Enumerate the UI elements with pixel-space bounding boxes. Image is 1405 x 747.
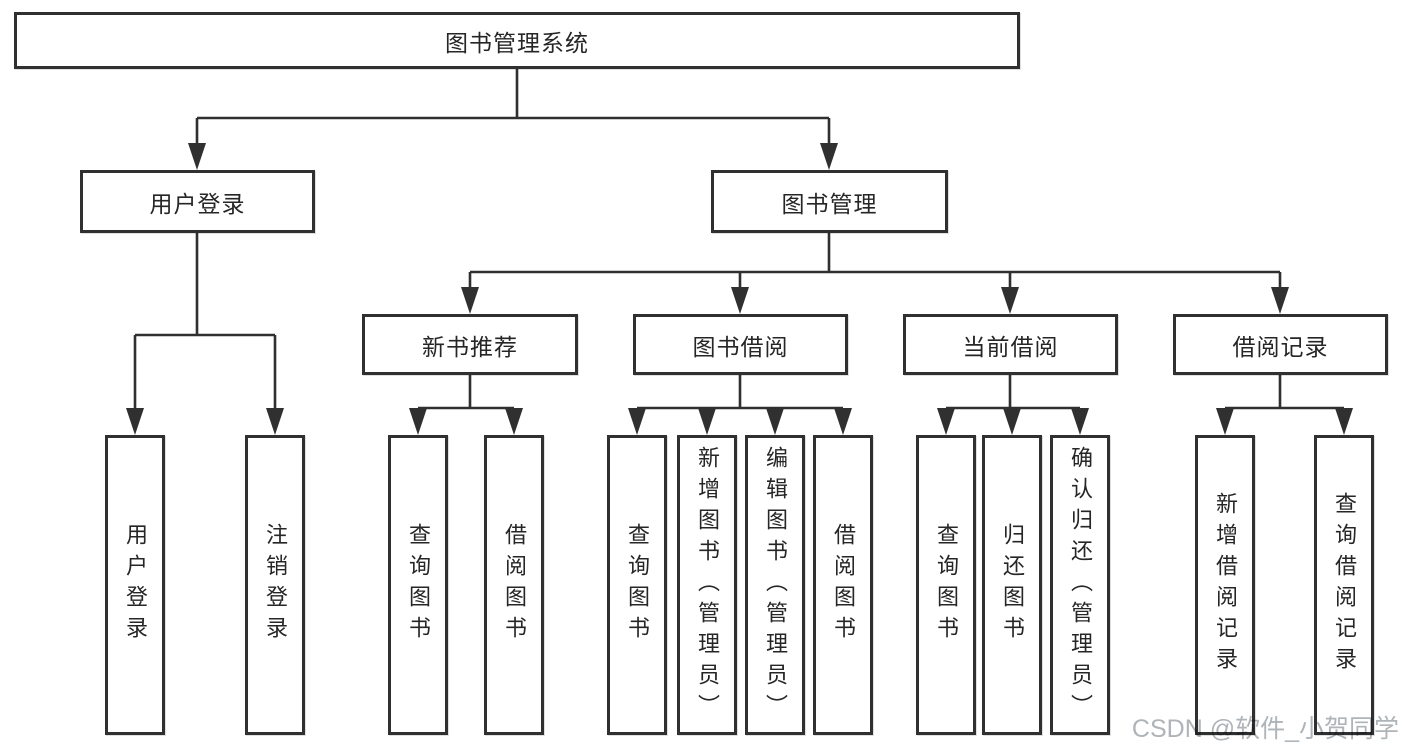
leaf-current-confirm-return-admin-label: 确认归还（管理员）	[1068, 445, 1093, 725]
node-new-book-recommend: 新书推荐	[362, 314, 578, 375]
leaf-user-login-label: 用户登录	[123, 523, 148, 647]
node-book-management: 图书管理	[711, 170, 948, 233]
leaf-borrow-borrow-books: 借阅图书	[813, 435, 873, 735]
node-new-book-recommend-label: 新书推荐	[422, 333, 518, 360]
leaf-records-add-record: 新增借阅记录	[1195, 435, 1255, 735]
leaf-recommend-borrow-books: 借阅图书	[484, 435, 544, 735]
node-book-management-label: 图书管理	[781, 190, 878, 217]
leaf-user-login: 用户登录	[105, 435, 165, 735]
arrowhead-icons	[126, 143, 1353, 435]
leaf-current-return-books: 归还图书	[982, 435, 1042, 735]
leaf-recommend-borrow-books-label: 借阅图书	[502, 523, 527, 647]
leaf-borrow-edit-books-admin: 编辑图书（管理员）	[745, 435, 805, 735]
leaf-logout: 注销登录	[245, 435, 305, 735]
node-current-borrow: 当前借阅	[903, 314, 1118, 375]
leaf-records-add-record-label: 新增借阅记录	[1213, 492, 1238, 678]
leaf-borrow-borrow-books-label: 借阅图书	[831, 523, 856, 647]
leaf-recommend-query-books: 查询图书	[388, 435, 448, 735]
leaf-current-query-books-label: 查询图书	[934, 523, 959, 647]
leaf-records-query-record-label: 查询借阅记录	[1332, 492, 1357, 678]
node-book-borrow: 图书借阅	[633, 314, 848, 375]
node-current-borrow-label: 当前借阅	[962, 333, 1059, 360]
leaf-current-query-books: 查询图书	[916, 435, 976, 735]
leaf-logout-label: 注销登录	[263, 523, 288, 647]
leaf-borrow-query-books: 查询图书	[607, 435, 667, 735]
leaf-borrow-add-books-admin-label: 新增图书（管理员）	[695, 445, 720, 725]
leaf-borrow-query-books-label: 查询图书	[625, 523, 650, 647]
node-borrow-records-label: 借阅记录	[1232, 333, 1329, 360]
node-borrow-records: 借阅记录	[1173, 314, 1388, 375]
node-root: 图书管理系统	[14, 12, 1020, 69]
leaf-current-confirm-return-admin: 确认归还（管理员）	[1050, 435, 1110, 735]
node-user-login: 用户登录	[80, 170, 315, 233]
leaf-borrow-edit-books-admin-label: 编辑图书（管理员）	[763, 445, 788, 725]
node-root-label: 图书管理系统	[445, 29, 589, 56]
csdn-watermark-text: CSDN @软件_小贺同学	[1131, 715, 1399, 743]
csdn-watermark: CSDN @软件_小贺同学	[1132, 709, 1399, 745]
leaf-records-query-record: 查询借阅记录	[1314, 435, 1374, 735]
leaf-recommend-query-books-label: 查询图书	[406, 523, 431, 647]
leaf-current-return-books-label: 归还图书	[1000, 523, 1025, 647]
leaf-borrow-add-books-admin: 新增图书（管理员）	[677, 435, 737, 735]
node-user-login-label: 用户登录	[149, 190, 246, 217]
node-book-borrow-label: 图书借阅	[692, 333, 789, 360]
